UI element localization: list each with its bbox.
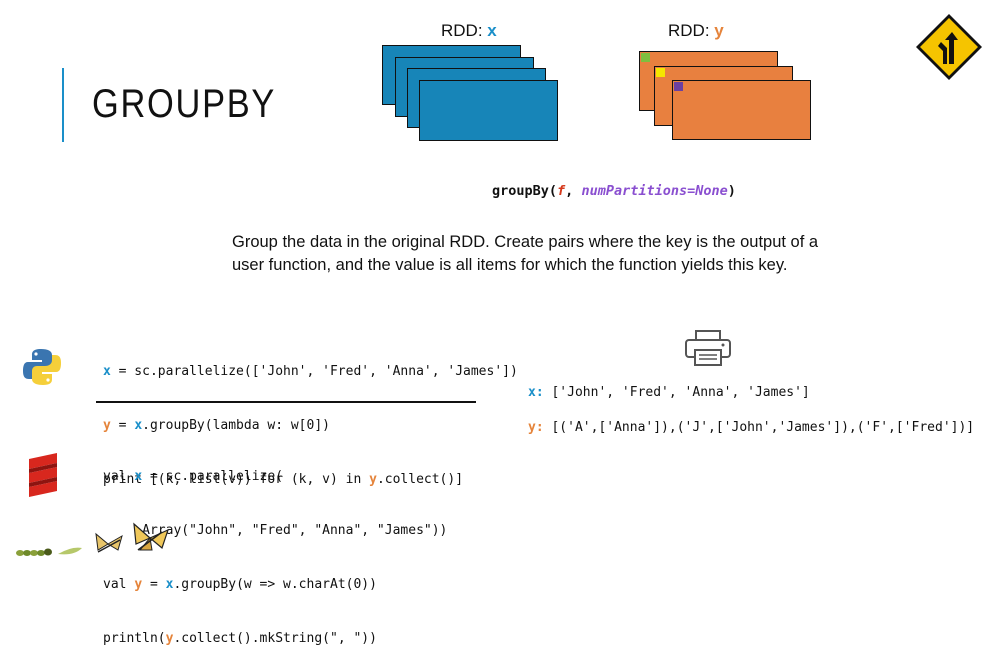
code-text: .collect().mkString(", ")) xyxy=(173,631,377,646)
code-text: .collect()] xyxy=(376,472,464,487)
code-text: = sc.parallelize(['John', 'Fred', 'Anna'… xyxy=(110,364,518,379)
rdd-y-partition xyxy=(672,80,811,140)
code-text: print [(k, list(v)) for (k, v) in xyxy=(103,472,370,487)
rdd-x-var: x xyxy=(487,21,497,40)
rdd-x-partition xyxy=(419,80,558,141)
output-x-label: x: xyxy=(528,385,544,400)
output-x-value: ['John', 'Fred', 'Anna', 'James'] xyxy=(543,385,810,400)
python-line-1: x = sc.parallelize(['John', 'Fred', 'Ann… xyxy=(103,363,518,381)
method-signature: groupBy(f, numPartitions=None) xyxy=(492,183,736,199)
code-text: val xyxy=(103,577,135,592)
code-var: y xyxy=(134,577,143,592)
code-text: = xyxy=(110,418,135,433)
code-var: y xyxy=(369,472,377,487)
rdd-y-chip-purple xyxy=(674,82,683,91)
rdd-x-label: RDD: x xyxy=(441,21,497,41)
python-code-block: x = sc.parallelize(['John', 'Fred', 'Ann… xyxy=(103,327,518,507)
description-text: Group the data in the original RDD. Crea… xyxy=(232,233,819,274)
slide-title: GROUPBY xyxy=(92,82,277,126)
rdd-x-prefix: RDD: xyxy=(441,21,488,40)
scala-logo-icon xyxy=(29,453,57,497)
code-var: x xyxy=(103,364,111,379)
signature-fn: groupBy( xyxy=(492,183,558,199)
output-y: y: [('A',['Anna']),('J',['John','James']… xyxy=(528,419,974,437)
code-text: println( xyxy=(103,631,166,646)
python-line-2: y = x.groupBy(lambda w: w[0]) xyxy=(103,417,518,435)
code-var: x xyxy=(134,469,143,484)
code-text: = xyxy=(142,577,166,592)
output-y-value: [('A',['Anna']),('J',['John','James']),(… xyxy=(543,420,975,435)
python-logo-icon xyxy=(23,349,61,385)
scala-line-1: val x = sc.parallelize( xyxy=(103,468,447,486)
rdd-y-var: y xyxy=(714,21,724,40)
title-accent-bar xyxy=(62,68,64,142)
scala-line-2: Array("John", "Fred", "Anna", "James")) xyxy=(103,522,447,540)
code-var: y xyxy=(103,418,111,433)
butterfly-large-icon xyxy=(133,522,169,551)
code-var: x xyxy=(134,418,143,433)
code-text: .groupBy(w => w.charAt(0)) xyxy=(173,577,377,592)
python-line-3: print [(k, list(v)) for (k, v) in y.coll… xyxy=(103,471,518,489)
printer-icon xyxy=(685,330,731,366)
output-x: x: ['John', 'Fred', 'Anna', 'James'] xyxy=(528,384,810,402)
butterfly-small-icon xyxy=(95,532,123,553)
chrysalis-icon xyxy=(58,547,82,555)
code-text: val xyxy=(103,469,135,484)
merge-sign-icon xyxy=(916,14,982,80)
caterpillar-icon xyxy=(16,548,52,556)
code-divider xyxy=(96,401,476,403)
rdd-y-label: RDD: y xyxy=(668,21,724,41)
code-text: .groupBy(lambda w: w[0]) xyxy=(142,418,330,433)
output-y-label: y: xyxy=(528,420,544,435)
rdd-y-chip-green xyxy=(641,53,650,62)
code-var: x xyxy=(165,577,174,592)
code-text: Array("John", "Fred", "Anna", "James")) xyxy=(103,523,448,538)
rdd-y-prefix: RDD: xyxy=(668,21,715,40)
signature-sep: , xyxy=(565,183,582,199)
signature-arg-partitions: numPartitions=None xyxy=(581,183,728,199)
butterfly-lifecycle-icon xyxy=(16,522,169,556)
rdd-y-chip-yellow xyxy=(656,68,665,77)
code-var: y xyxy=(165,631,174,646)
signature-close: ) xyxy=(727,183,736,199)
scala-line-4: println(y.collect().mkString(", ")) xyxy=(103,630,447,648)
signature-arg-f: f xyxy=(557,183,566,199)
code-text: = sc.parallelize( xyxy=(142,469,284,484)
scala-line-3: val y = x.groupBy(w => w.charAt(0)) xyxy=(103,576,447,594)
